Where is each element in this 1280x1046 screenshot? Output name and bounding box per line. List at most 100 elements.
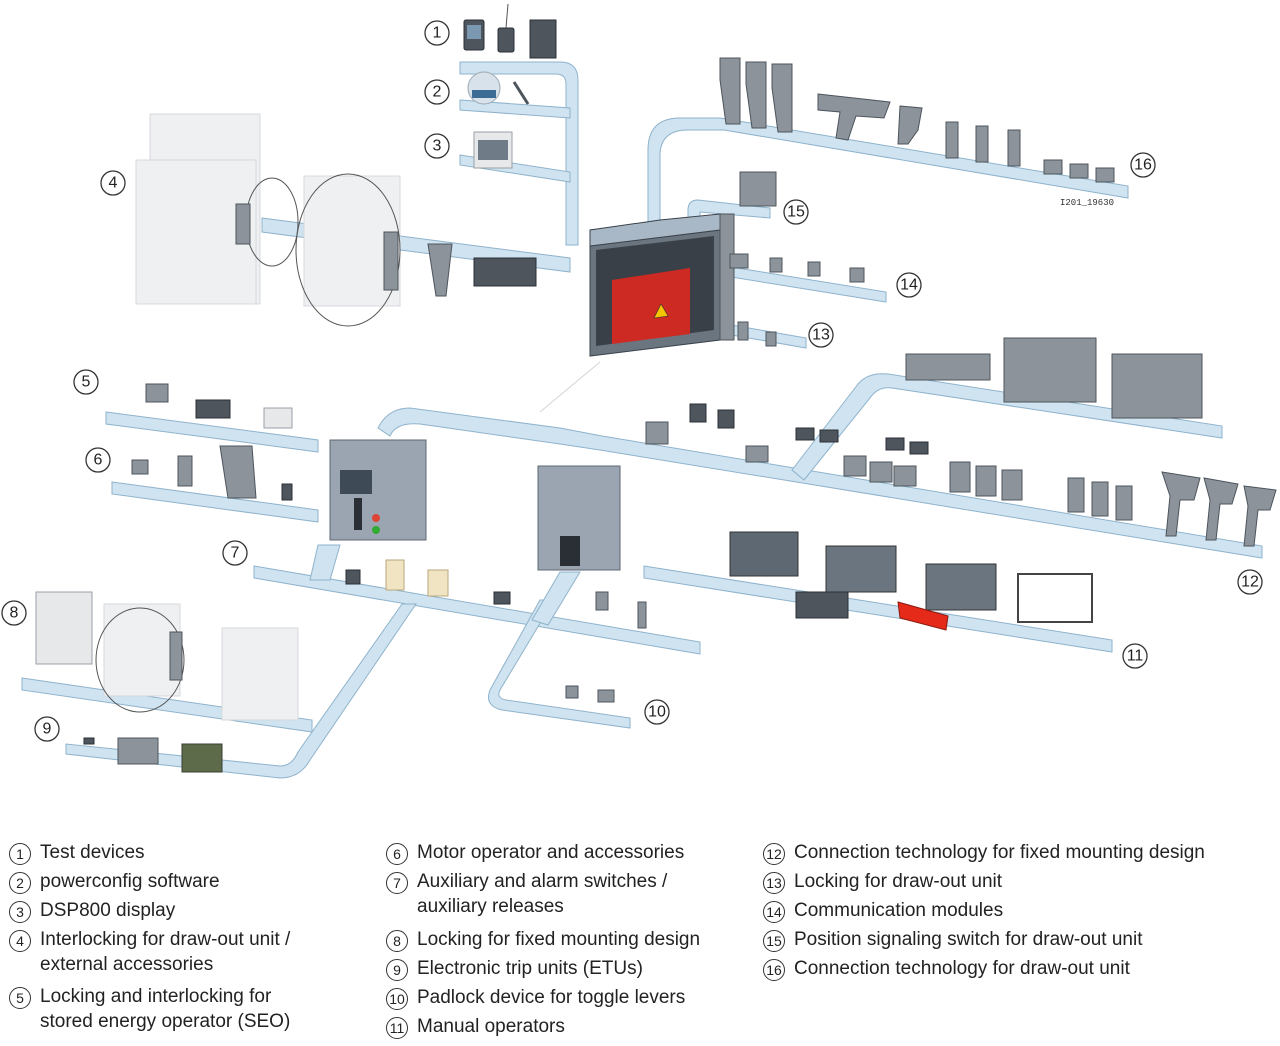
legend-text: Motor operator and accessories	[417, 842, 685, 863]
legend-number: 5	[9, 987, 31, 1009]
svg-text:11: 11	[1127, 648, 1144, 665]
callout-15: 15	[783, 199, 809, 225]
legend-item: 14 Communication modules	[763, 898, 1205, 927]
legend-number: 7	[386, 872, 408, 894]
svg-text:14: 14	[900, 277, 918, 294]
motor-operator-group	[131, 445, 293, 501]
callout-10: 10	[644, 699, 670, 725]
callout-12: 12	[1237, 569, 1263, 595]
svg-text:8: 8	[10, 605, 19, 622]
legend-text: Locking and interlocking for stored ener…	[40, 986, 291, 1032]
figure-reference: I201_19630	[1060, 198, 1114, 208]
legend-number: 8	[386, 930, 408, 952]
callout-3: 3	[424, 133, 450, 159]
callout-9: 9	[34, 716, 60, 742]
legend-item: 13 Locking for draw-out unit	[763, 869, 1205, 898]
legend-number: 4	[9, 930, 31, 952]
legend-text: DSP800 display	[40, 900, 176, 921]
legend-item: 1 Test devices	[9, 840, 290, 869]
legend-text: Locking for draw-out unit	[794, 871, 1003, 892]
legend-item: 12 Connection technology for fixed mounti…	[763, 840, 1205, 869]
connection-technology-fixed-group	[645, 337, 1277, 547]
svg-text:6: 6	[94, 452, 103, 469]
legend-number: 1	[9, 843, 31, 865]
callout-1: 1	[424, 20, 450, 46]
fixed-breaker	[537, 465, 621, 571]
legend-column-1: 1 Test devices 2 powerconfig software 3 DSP…	[9, 840, 290, 1036]
svg-text:13: 13	[812, 327, 830, 344]
auxiliary-switches-group	[345, 559, 647, 629]
callout-5: 5	[73, 369, 99, 395]
legend-number: 15	[763, 930, 785, 952]
fixed-breaker-with-etu	[329, 439, 427, 541]
legend: 1 Test devices 2 powerconfig software 3 DSP…	[0, 840, 1280, 1046]
callout-14: 14	[896, 272, 922, 298]
manual-operators-group	[729, 531, 1093, 631]
legend-item: 3 DSP800 display	[9, 898, 290, 927]
legend-item: 10 Padlock device for toggle levers	[386, 985, 700, 1014]
legend-item: 16 Connection technology for draw-out uni…	[763, 956, 1205, 985]
callout-4: 4	[100, 170, 126, 196]
svg-text:9: 9	[43, 721, 52, 738]
svg-text:2: 2	[433, 84, 442, 101]
legend-item: 8 Locking for fixed mounting design	[386, 927, 700, 956]
legend-text: powerconfig software	[40, 871, 220, 892]
legend-number: 13	[763, 872, 785, 894]
legend-text: Communication modules	[794, 900, 1004, 921]
legend-text: Test devices	[40, 842, 145, 863]
powerconfig-software-group	[467, 71, 530, 105]
svg-text:12: 12	[1241, 574, 1259, 591]
seo-locking-group	[145, 383, 293, 429]
legend-text: Auxiliary and alarm switches / auxiliary…	[417, 871, 668, 917]
svg-text:16: 16	[1134, 157, 1152, 174]
legend-item: 2 powerconfig software	[9, 869, 290, 898]
legend-text: Manual operators	[417, 1016, 565, 1037]
legend-item: 7 Auxiliary and alarm switches / auxiliar…	[386, 869, 700, 927]
legend-text: Position signaling switch for draw-out u…	[794, 929, 1143, 950]
svg-text:15: 15	[787, 204, 805, 221]
svg-text:4: 4	[109, 175, 118, 192]
padlock-device-group	[565, 685, 615, 703]
legend-text: Locking for fixed mounting design	[417, 929, 701, 950]
connection-technology-draw-out-group: I201_19630	[719, 57, 1115, 208]
draw-out-breaker	[589, 213, 735, 357]
legend-item: 11 Manual operators	[386, 1014, 700, 1043]
svg-text:10: 10	[648, 704, 666, 721]
svg-text:7: 7	[231, 545, 240, 562]
callout-13: 13	[808, 322, 834, 348]
svg-text:5: 5	[82, 374, 91, 391]
legend-text: Connection technology for draw-out unit	[794, 958, 1130, 979]
legend-text: Padlock device for toggle levers	[417, 987, 686, 1008]
legend-number: 10	[386, 988, 408, 1010]
legend-number: 16	[763, 959, 785, 981]
legend-item: 6 Motor operator and accessories	[386, 840, 700, 869]
callout-11: 11	[1122, 643, 1148, 669]
interlocking-draw-out-group	[135, 113, 537, 327]
callout-8: 8	[1, 600, 27, 626]
callout-7: 7	[222, 540, 248, 566]
legend-text: Electronic trip units (ETUs)	[417, 958, 643, 979]
dsp800-display-group	[473, 131, 513, 169]
legend-text: Interlocking for draw-out unit / externa…	[40, 929, 291, 975]
callout-6: 6	[85, 447, 111, 473]
fixed-mounting-locking-group	[35, 591, 299, 721]
callout-16: 16	[1130, 152, 1156, 178]
legend-number: 12	[763, 843, 785, 865]
legend-item: 4 Interlocking for draw-out unit / extern…	[9, 927, 290, 984]
legend-number: 11	[386, 1017, 408, 1039]
etu-group	[83, 737, 223, 773]
legend-number: 14	[763, 901, 785, 923]
svg-text:1: 1	[433, 25, 442, 42]
position-signaling-switch-group	[739, 171, 777, 207]
legend-column-3: 12 Connection technology for fixed mounti…	[763, 840, 1205, 985]
callout-2: 2	[424, 79, 450, 105]
svg-text:3: 3	[433, 138, 442, 155]
locking-draw-out-group	[737, 321, 777, 347]
legend-number: 2	[9, 872, 31, 894]
legend-number: 6	[386, 843, 408, 865]
legend-number: 3	[9, 901, 31, 923]
test-devices-group	[463, 3, 557, 59]
legend-text: Connection technology for fixed mounting…	[794, 842, 1205, 863]
accessory-overview-diagram: I201_19630	[1, 3, 1277, 779]
